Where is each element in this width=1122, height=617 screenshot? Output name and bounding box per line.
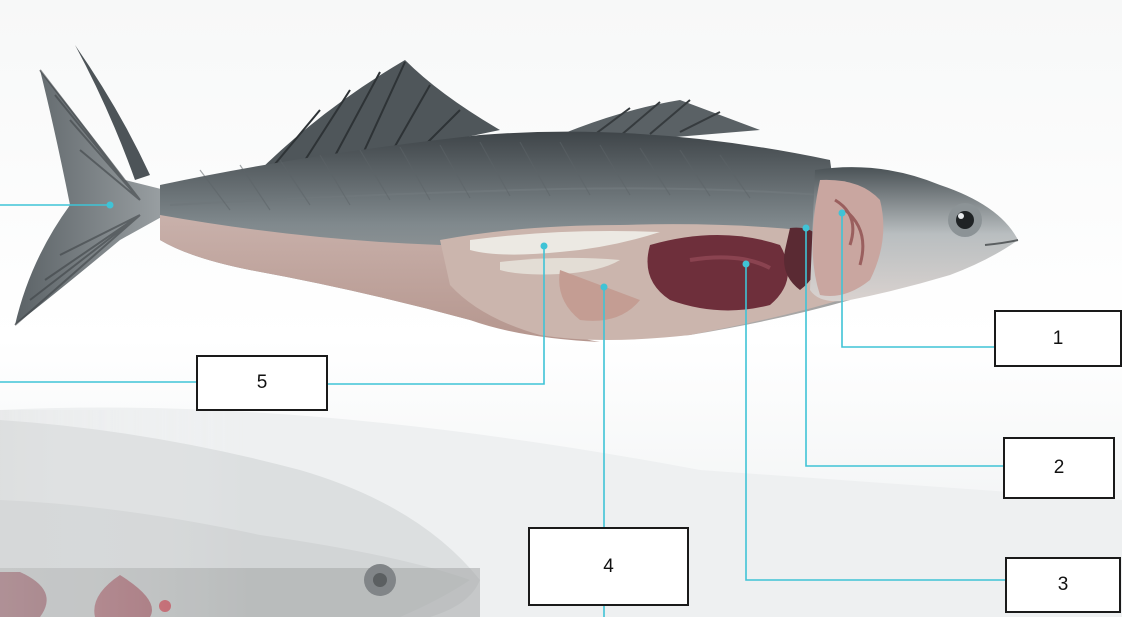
pointer-dot-tail — [107, 202, 114, 209]
label-text-2: 2 — [1054, 457, 1065, 479]
pointer-dot-3 — [743, 261, 750, 268]
label-box-1[interactable]: 1 — [994, 310, 1122, 367]
label-text-5: 5 — [257, 372, 268, 394]
label-text-4: 4 — [603, 556, 614, 578]
label-box-4[interactable]: 4 — [528, 527, 689, 606]
label-box-2[interactable]: 2 — [1003, 437, 1115, 499]
pointer-dot-1 — [839, 210, 846, 217]
pointer-dot-4 — [601, 284, 608, 291]
label-text-3: 3 — [1058, 574, 1069, 596]
pointer-dot-2 — [803, 225, 810, 232]
label-box-5[interactable]: 5 — [196, 355, 328, 411]
label-box-3[interactable]: 3 — [1005, 557, 1121, 613]
pointer-dot-5 — [541, 243, 548, 250]
label-text-1: 1 — [1053, 328, 1064, 350]
